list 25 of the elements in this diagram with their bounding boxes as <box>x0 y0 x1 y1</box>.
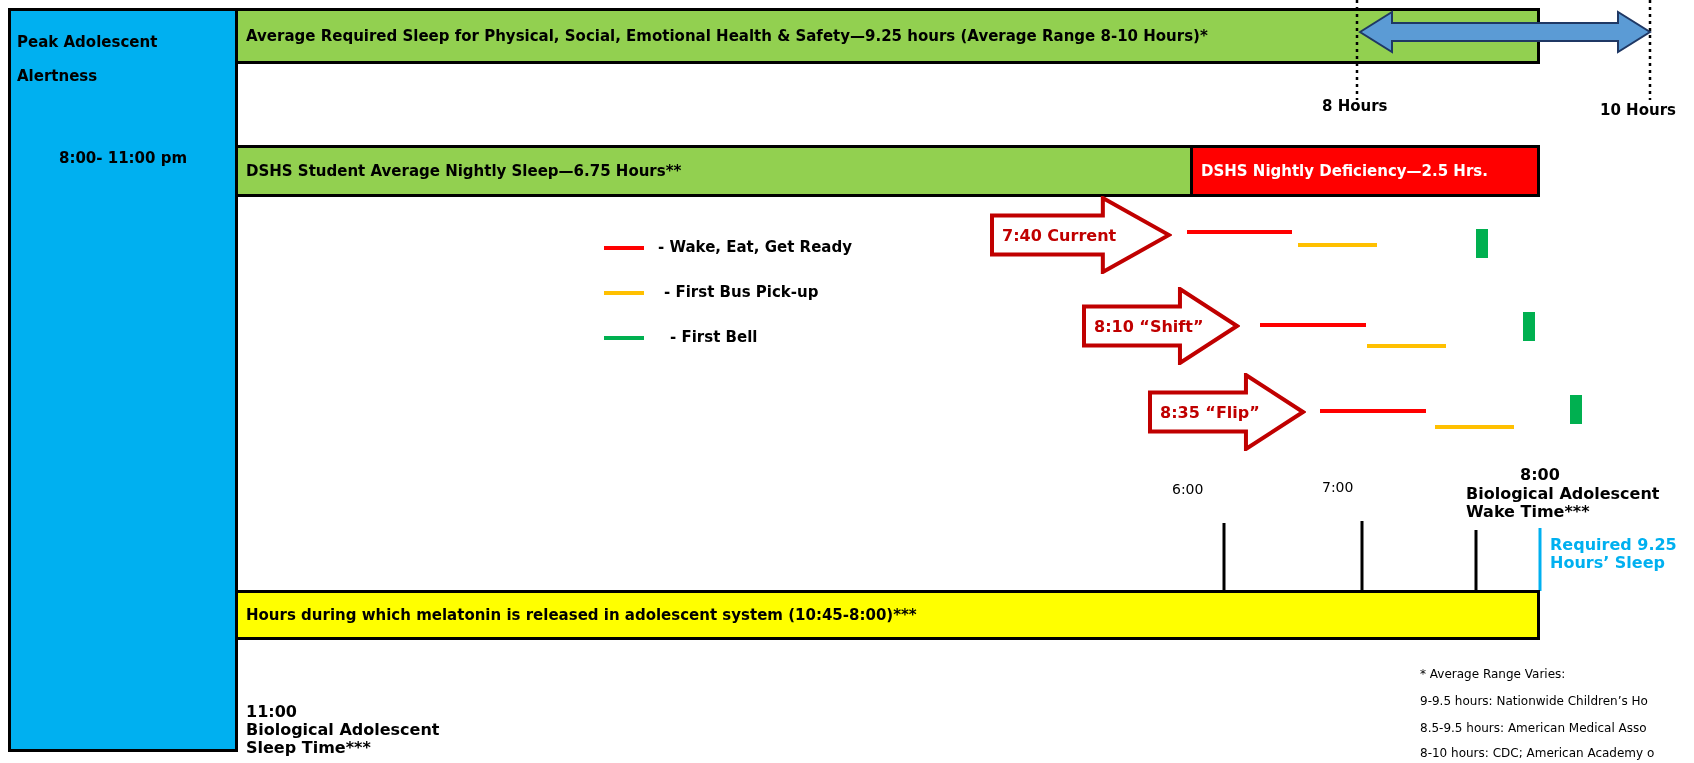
legend-label: - First Bus Pick-up <box>664 283 819 301</box>
footnote: * Average Range Varies: <box>1420 668 1566 682</box>
time-label: Biological Adolescent Wake Time*** <box>1466 485 1661 521</box>
time-label: 8:00 <box>1520 466 1560 484</box>
time-label: Biological Adolescent Sleep Time*** <box>246 721 441 757</box>
panel-heading: Peak Adolescent Alertness <box>17 32 159 87</box>
arrow-label: 8:10 “Shift” <box>1094 316 1204 336</box>
legend-label: - First Bell <box>670 328 758 346</box>
footnote: 9-9.5 hours: Nationwide Children’s Ho <box>1420 695 1648 709</box>
note-text: Required 9.25 Hours’ Sleep <box>1550 536 1678 572</box>
footnote: 8-10 hours: CDC; American Academy o <box>1420 747 1655 761</box>
axis-label: 10 Hours <box>1600 102 1676 119</box>
time-range-text: 8:00- 11:00 pm <box>57 148 189 169</box>
time-panel <box>8 8 238 752</box>
melatonin-bar: Hours during which melatonin is released in adolescent system (10:45-8:00)*** <box>235 590 1540 640</box>
average-sleep-bar: DSHS Student Average Nightly Sleep—6.75 Hours** <box>235 145 1193 197</box>
deficiency-bar: DSHS Nightly Deficiency—2.5 Hrs. <box>1190 145 1540 197</box>
arrow-label: 8:35 “Flip” <box>1160 402 1260 422</box>
tick-label: 7:00 <box>1322 480 1354 496</box>
arrow-label: 7:40 Current <box>1002 225 1117 245</box>
footnote: 8.5-9.5 hours: American Medical Asso <box>1420 722 1647 736</box>
time-label: 11:00 <box>246 703 297 721</box>
tick-label: 6:00 <box>1172 482 1204 498</box>
axis-label: 8 Hours <box>1322 98 1388 115</box>
legend-label: - Wake, Eat, Get Ready <box>658 238 852 256</box>
